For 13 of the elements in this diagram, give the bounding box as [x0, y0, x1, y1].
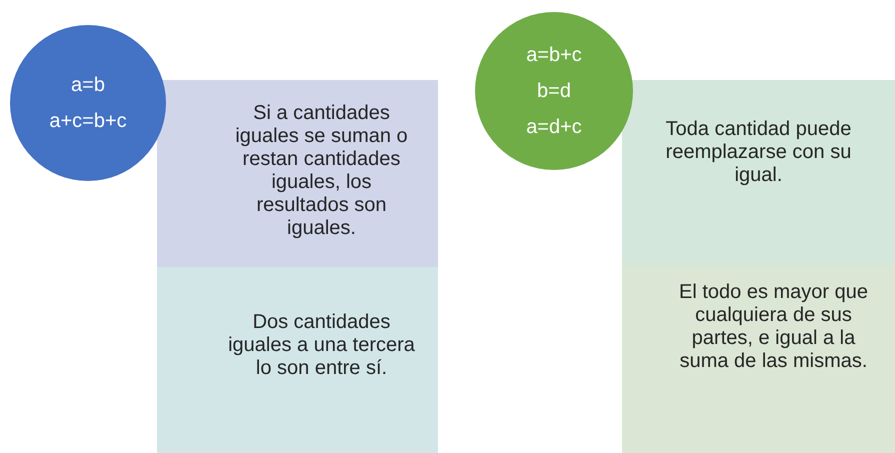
axiom-box	[622, 80, 895, 265]
formula-text: a=b+c	[526, 43, 582, 67]
axiom-box	[157, 80, 438, 267]
axiom-text: Toda cantidad puede reemplazarse con su igual.	[664, 118, 852, 187]
axiom-box	[622, 265, 895, 453]
axiom-box	[157, 267, 438, 453]
formula-text: a=b	[71, 73, 105, 97]
axiom-text: El todo es mayor que cualquiera de sus partes, e igual a la suma de las mismas.	[678, 281, 869, 373]
formula-text: b=d	[537, 79, 571, 103]
formula-text: a=d+c	[526, 115, 582, 139]
axiom-text: Si a cantidades iguales se suman o restan cantidades iguales, los resultados son iguales.	[234, 102, 409, 240]
formula-text: a+c=b+c	[49, 109, 127, 133]
axiom-text: Dos cantidades iguales a una tercera lo son entre sí.	[227, 311, 416, 380]
